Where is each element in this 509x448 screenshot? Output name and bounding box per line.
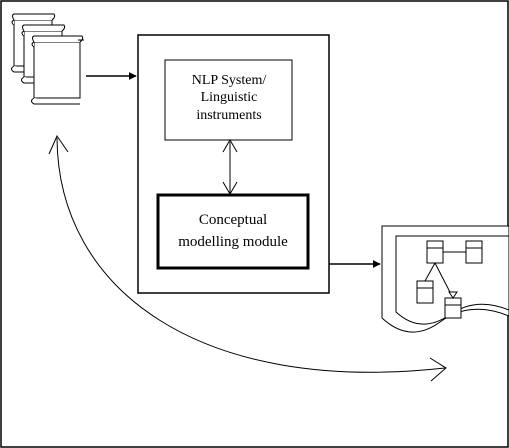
module-box-line1: Conceptual	[199, 212, 267, 228]
module-box-line2: modelling module	[178, 234, 288, 250]
feedback-curve-arrow	[48, 134, 447, 382]
nlp-system-box	[164, 59, 293, 141]
document-stack-icon	[11, 13, 84, 105]
nlp-box-line1: NLP System/	[192, 73, 267, 88]
conceptual-module-box	[156, 193, 310, 270]
nlp-box-line2: Linguistic	[201, 90, 258, 105]
bidirectional-arrow	[222, 139, 238, 195]
nlp-box-line3: instruments	[196, 108, 261, 123]
conceptual-schema-document-icon	[381, 225, 509, 333]
system-container	[137, 34, 330, 294]
